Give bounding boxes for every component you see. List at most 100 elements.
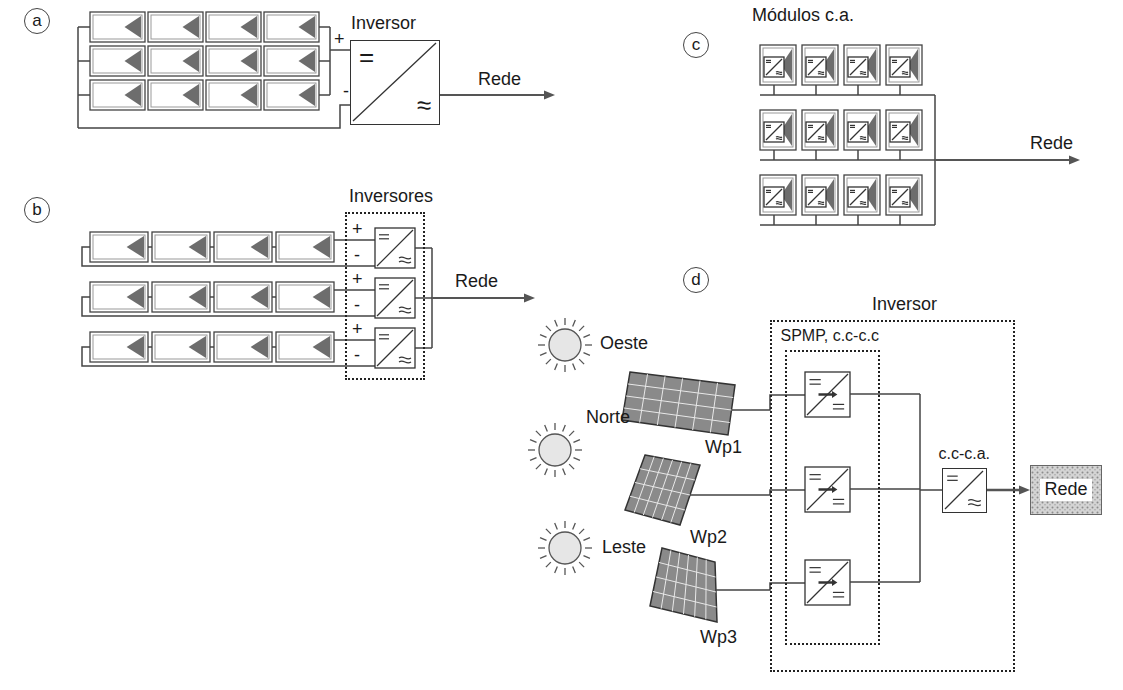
dc-mark	[808, 127, 813, 128]
wire	[760, 94, 935, 96]
panel-letter: a	[24, 8, 50, 34]
pv-module-frame	[151, 83, 200, 107]
inverter-diagonal	[377, 230, 413, 266]
pv-cell-mark	[313, 236, 330, 258]
pv-module-frame	[805, 113, 835, 147]
terminal-sign: +	[334, 30, 345, 50]
wire	[334, 239, 375, 241]
dc-mark	[766, 62, 771, 63]
orientation-label: Leste	[602, 538, 646, 558]
pv-module	[206, 80, 261, 110]
pv-module-frame	[267, 49, 316, 73]
sun-ray	[546, 359, 551, 364]
panel-letter-text: b	[32, 201, 41, 220]
panel-letter-text: a	[32, 12, 41, 31]
pv-cell-mark	[189, 336, 206, 358]
inverter-diagonal	[377, 280, 413, 316]
wire	[857, 215, 859, 225]
dc-mark	[850, 192, 855, 193]
ac-mark	[776, 201, 782, 203]
pv-module	[802, 45, 838, 85]
orientation-label: Oeste	[600, 334, 648, 354]
ac-mark	[860, 73, 866, 75]
converter-arrow-head	[832, 391, 837, 398]
dc-mark	[810, 567, 821, 568]
inverter-symbol	[805, 372, 850, 417]
inverter-symbol	[805, 560, 850, 605]
inverter-diagonal	[850, 59, 866, 75]
wire	[899, 150, 901, 160]
pv-module	[844, 110, 880, 150]
mppt-group: SPMP, c.c-c.c	[785, 350, 880, 645]
pv-cell-mark	[313, 336, 330, 358]
pv-module-frame	[279, 235, 331, 259]
pv-module	[90, 46, 145, 76]
pv-cell-mark	[125, 84, 142, 106]
wire	[329, 27, 331, 95]
dc-mark	[379, 334, 389, 335]
node-heading: Inversor	[872, 295, 937, 315]
terminal-sign: -	[343, 82, 349, 102]
ac-mark	[399, 361, 411, 363]
sun-ray	[536, 464, 541, 469]
wire	[850, 581, 920, 583]
pv-module-frame	[763, 178, 793, 212]
pv-module-frame	[155, 285, 207, 309]
inverter-symbol	[375, 328, 415, 368]
dc-mark	[850, 127, 855, 128]
sun-ray	[564, 365, 565, 372]
pv-module	[214, 232, 272, 262]
pv-module-frame	[93, 49, 142, 73]
pv-module-frame	[889, 48, 919, 82]
sun-ray	[564, 318, 565, 325]
wire	[82, 297, 375, 316]
converter-sign: ≈	[417, 91, 431, 120]
pv-cell-mark	[189, 236, 206, 258]
dc-mark	[850, 125, 855, 126]
pv-module	[90, 80, 145, 110]
pv-module-frame	[209, 49, 258, 73]
panel-grid	[640, 469, 695, 480]
sun	[549, 532, 581, 564]
pv-module	[214, 332, 272, 362]
terminal-sign: -	[354, 296, 360, 316]
panel-grid	[656, 577, 716, 592]
orientation-label: Norte	[586, 408, 630, 428]
inverter-symbol	[890, 122, 910, 142]
dc-mark	[833, 503, 844, 504]
power-label: Wp2	[690, 528, 727, 548]
arrow-head	[1069, 156, 1080, 165]
inverter-symbol	[890, 187, 910, 207]
connector	[987, 486, 1031, 495]
pv-module-frame	[267, 15, 316, 39]
wire	[732, 395, 805, 410]
converter-arrow-head	[832, 486, 837, 493]
wire	[334, 289, 375, 291]
ac-mark	[818, 201, 824, 203]
sun-ray	[583, 538, 589, 541]
arrow-head	[524, 294, 535, 303]
dc-mark	[833, 592, 844, 593]
dc-mark	[766, 127, 771, 128]
inverter-diagonal	[892, 124, 908, 140]
sun-ray	[555, 523, 558, 529]
dc-mark	[766, 192, 771, 193]
grid-label: Rede	[1030, 134, 1073, 154]
sun-ray	[583, 353, 589, 356]
pv-module-frame	[93, 335, 145, 359]
dc-mark	[810, 384, 821, 385]
panel-grid	[624, 408, 730, 423]
arrow-head	[1019, 486, 1030, 495]
dc-mark	[810, 479, 821, 480]
sun-ray	[540, 556, 546, 559]
sun-ray	[579, 359, 584, 364]
terminal-sign: +	[352, 220, 363, 240]
inverter-diagonal	[945, 471, 983, 509]
pv-module-frame	[805, 48, 835, 82]
sun-ray	[538, 547, 545, 548]
inverter-symbol	[848, 122, 868, 142]
panel-grid	[628, 384, 733, 398]
pv-cell-mark	[125, 16, 142, 38]
node-heading: Inversor	[351, 14, 416, 34]
sun-ray	[555, 320, 558, 326]
